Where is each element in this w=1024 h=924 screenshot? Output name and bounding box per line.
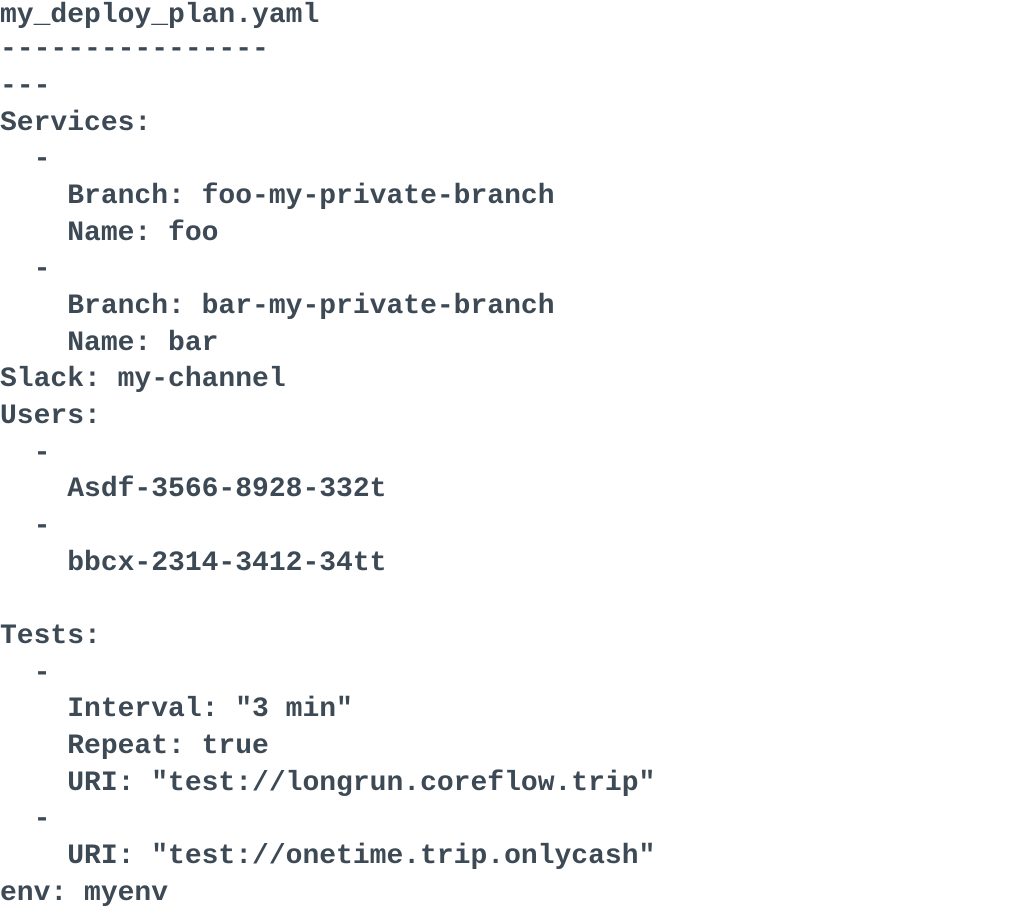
yaml-line: URI: "test://onetime.trip.onlycash" — [0, 841, 656, 872]
yaml-line: Branch: bar-my-private-branch — [0, 291, 555, 322]
yaml-line: Branch: foo-my-private-branch — [0, 181, 555, 212]
yaml-line: - — [0, 658, 51, 689]
yaml-line: Name: foo — [0, 218, 219, 249]
file-name-heading: my_deploy_plan.yaml — [0, 0, 320, 31]
yaml-line: Slack: my-channel — [0, 364, 286, 395]
yaml-line: URI: "test://longrun.coreflow.trip" — [0, 768, 656, 799]
yaml-line: --- — [0, 71, 51, 102]
yaml-line: Services: — [0, 108, 152, 139]
yaml-line: Repeat: true — [0, 731, 269, 762]
heading-underline: ---------------- — [0, 34, 269, 65]
yaml-line: - — [0, 144, 51, 175]
yaml-line: - — [0, 254, 51, 285]
yaml-line: Users: — [0, 401, 101, 432]
yaml-line: env: myenv — [0, 878, 169, 909]
yaml-line: Asdf-3566-8928-332t — [0, 474, 387, 505]
yaml-line: - — [0, 804, 51, 835]
yaml-line: Tests: — [0, 621, 101, 652]
yaml-line: Interval: "3 min" — [0, 694, 353, 725]
yaml-line: bbcx-2314-3412-34tt — [0, 548, 387, 579]
yaml-line: Name: bar — [0, 328, 219, 359]
yaml-line: - — [0, 438, 51, 469]
yaml-line: - — [0, 511, 51, 542]
